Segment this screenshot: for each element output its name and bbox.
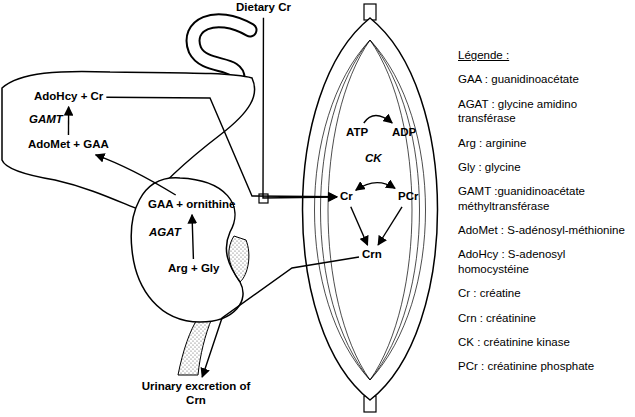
- legend-line: CK : créatinine kinase: [458, 335, 630, 349]
- reaction-arrow: [192, 215, 193, 259]
- muscle-fiber: [370, 40, 420, 380]
- metabolite-node: Cr: [340, 190, 353, 204]
- node-text: Dietary Cr: [236, 1, 291, 15]
- legend-line: AGAT : glycine amidino transférase: [458, 97, 630, 126]
- node-text: Urinary excretion of Crn: [140, 380, 252, 408]
- node-text: AdoHcy + Cr: [34, 90, 103, 104]
- node-text: GAA + ornithine: [148, 198, 235, 212]
- legend-line: Arg : arginine: [458, 136, 630, 150]
- legend-line: AdoMet : S-adénosyl-méthionine: [458, 223, 630, 237]
- node-text: AdoMet + GAA: [28, 138, 109, 152]
- metabolite-node: ATP: [346, 126, 368, 140]
- reaction-arrow: [364, 116, 392, 124]
- metabolite-node: PCr: [398, 190, 418, 204]
- metabolite-node: Arg + Gly: [168, 262, 219, 276]
- reaction-arrow: [263, 18, 337, 198]
- metabolite-node: AdoMet + GAA: [28, 138, 109, 152]
- reaction-arrow: [106, 97, 337, 197]
- node-text: PCr: [398, 190, 418, 204]
- reaction-arrow: [96, 155, 176, 195]
- reaction-arrow: [356, 183, 395, 191]
- muscle-fiber: [321, 40, 371, 380]
- muscle-fiber: [370, 40, 412, 380]
- muscle: [303, 4, 438, 412]
- legend-line: GAMT :guanidinoacétate méthyltransférase: [458, 184, 630, 213]
- reaction-arrow: [351, 207, 368, 245]
- metabolite-node: Dietary Cr: [236, 1, 291, 15]
- muscle-fiber: [328, 40, 370, 380]
- legend-line: Cr : créatine: [458, 286, 630, 300]
- reaction-arrow: [378, 207, 402, 245]
- node-text: ATP: [346, 126, 368, 140]
- muscle-fiber: [315, 40, 371, 380]
- enzyme-label: AGAT: [148, 226, 182, 240]
- node-text: Arg + Gly: [168, 262, 219, 276]
- metabolite-node: Urinary excretion of Crn: [140, 380, 252, 408]
- legend-panel: Légende : GAA : guanidinoacétateAGAT : gl…: [458, 48, 630, 384]
- muscle-fiber: [370, 40, 426, 380]
- metabolite-node: Crn: [362, 248, 382, 262]
- legend-line: Crn : créatinine: [458, 311, 630, 325]
- legend-heading: Légende :: [458, 48, 630, 62]
- enzyme-label: CK: [364, 152, 383, 166]
- node-text: Cr: [340, 190, 353, 204]
- node-text: ADP: [392, 126, 416, 140]
- enzyme-label: GAMT: [28, 113, 64, 127]
- metabolite-node: GAA + ornithine: [148, 198, 235, 212]
- reaction-arrow: [68, 107, 70, 135]
- legend-line: AdoHcy : S-adenosyl homocystéine: [458, 247, 630, 276]
- node-text: Crn: [362, 248, 382, 262]
- legend-line: GAA : guanidinoacétate: [458, 72, 630, 86]
- legend-line: Gly : glycine: [458, 160, 630, 174]
- legend-line: PCr : créatinine phosphate: [458, 359, 630, 373]
- metabolite-node: ADP: [392, 126, 416, 140]
- metabolite-node: AdoHcy + Cr: [34, 90, 103, 104]
- kidney: [131, 178, 249, 375]
- reaction-arrow: [202, 257, 359, 377]
